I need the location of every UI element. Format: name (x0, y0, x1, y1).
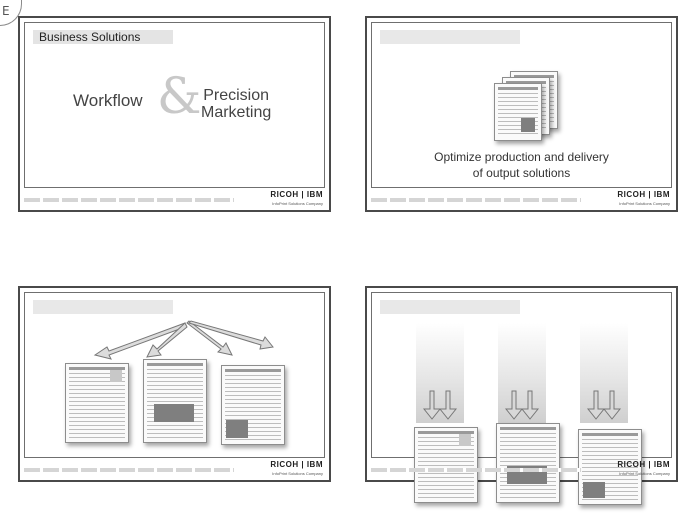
slide-3-content (24, 292, 325, 458)
slide-3[interactable]: RICOH | IBM InfoPrint Solutions Company (18, 286, 331, 482)
distribution-arrows-icon (93, 320, 274, 360)
document-page-2 (143, 359, 207, 443)
slide-2-caption-line2: of output solutions (472, 166, 571, 180)
slide-3-logo: RICOH | IBM (270, 460, 323, 469)
slide-1-content: Business Solutions Workflow & Precision … (24, 22, 325, 188)
slide-2-content: Optimize production and delivery of outp… (371, 22, 672, 188)
document-page-1 (65, 363, 129, 443)
slide-1[interactable]: Business Solutions Workflow & Precision … (18, 16, 331, 212)
slide-4-logo-sub: InfoPrint Solutions Company (619, 471, 670, 476)
slide-1-logo-sub: InfoPrint Solutions Company (272, 201, 323, 206)
light-beam-2 (498, 323, 546, 423)
slide-1-title: Business Solutions (33, 30, 173, 44)
slide-2[interactable]: Optimize production and delivery of outp… (365, 16, 678, 212)
slide-3-footer-text (24, 468, 234, 472)
slide-1-word-precision: Precision (203, 87, 270, 104)
slide-4-footer-text (371, 468, 581, 472)
slide-2-logo-sub: InfoPrint Solutions Company (619, 201, 670, 206)
slide-4-content (371, 292, 672, 505)
document-output-3 (578, 429, 642, 505)
slide-1-footer-text (24, 198, 234, 202)
slide-4[interactable]: RICOH | IBM InfoPrint Solutions Company (365, 286, 678, 505)
slide-1-word-precision-marketing: Precision Marketing (201, 87, 271, 121)
slide-2-caption-line1: Optimize production and delivery (434, 150, 609, 164)
document-stack-front (494, 83, 542, 141)
light-beam-3 (580, 323, 628, 423)
slide-4-title (380, 300, 520, 314)
slide-4-logo: RICOH | IBM (617, 460, 670, 469)
slide-3-title (33, 300, 173, 314)
down-arrows-icon (422, 390, 622, 420)
document-output-1 (414, 427, 478, 503)
document-output-2 (496, 423, 560, 503)
slide-2-footer-text (371, 198, 581, 202)
slide-1-word-marketing: Marketing (201, 104, 272, 121)
corner-tab-letter: E (2, 4, 10, 18)
document-page-3 (221, 365, 285, 445)
slide-1-word-workflow: Workflow (73, 91, 143, 110)
slide-2-title (380, 30, 520, 44)
slide-2-caption: Optimize production and delivery of outp… (372, 149, 671, 181)
slide-3-logo-sub: InfoPrint Solutions Company (272, 471, 323, 476)
slide-2-logo: RICOH | IBM (617, 190, 670, 199)
slide-1-logo: RICOH | IBM (270, 190, 323, 199)
slide-1-ampersand: & (157, 67, 202, 125)
light-beam-1 (416, 323, 464, 423)
